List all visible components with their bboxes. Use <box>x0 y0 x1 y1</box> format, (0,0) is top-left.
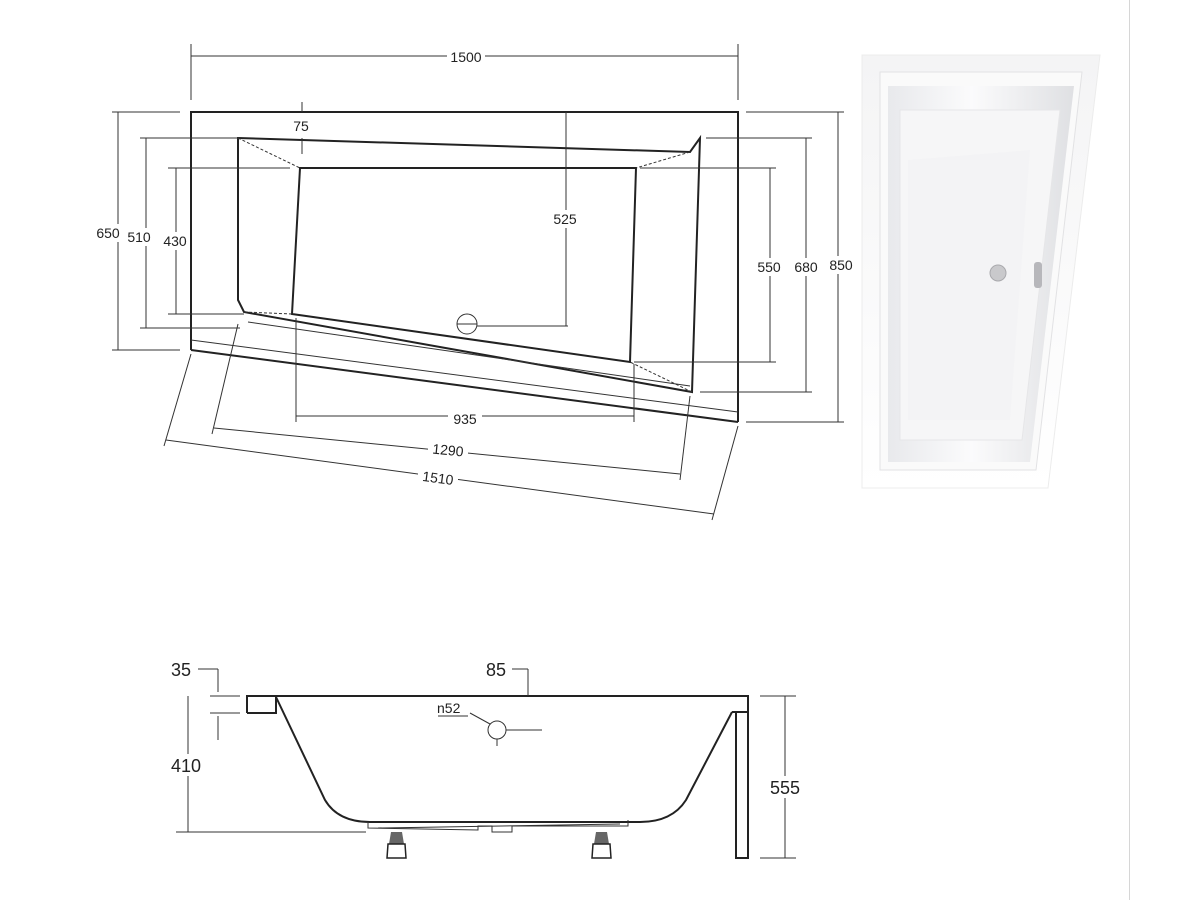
bathtub-photo <box>861 54 1101 489</box>
dim-550: 550 <box>757 259 781 275</box>
basin-outline <box>290 167 638 364</box>
dim-935: 935 <box>453 411 477 427</box>
dim-850: 850 <box>829 257 853 273</box>
dim-85: 85 <box>486 660 506 680</box>
overflow-hole-icon <box>487 720 507 740</box>
top-view: 1500 75 650 510 430 525 550 <box>94 44 856 521</box>
side-view: n52 85 35 410 555 <box>166 660 805 859</box>
outer-outline <box>190 111 739 422</box>
dim-525: 525 <box>553 211 577 227</box>
dim-1500: 1500 <box>450 49 481 65</box>
dim-75: 75 <box>293 118 309 134</box>
front-edge <box>190 349 739 423</box>
overflow-icon <box>989 264 1007 282</box>
dim-1290: 1290 <box>432 441 465 460</box>
dim-35: 35 <box>171 660 191 680</box>
dim-1510: 1510 <box>422 468 455 488</box>
front-edge-inner <box>190 339 739 413</box>
dim-410: 410 <box>171 756 201 776</box>
handle-icon <box>1034 262 1042 288</box>
side-rim <box>246 695 749 713</box>
dim-430: 430 <box>163 233 187 249</box>
foot-icon <box>594 832 609 844</box>
dim-555: 555 <box>770 778 800 798</box>
foot-icon <box>389 832 404 844</box>
dim-510: 510 <box>127 229 151 245</box>
dim-680: 680 <box>794 259 818 275</box>
side-body <box>247 696 733 823</box>
support-panel <box>735 711 749 859</box>
label-n52: n52 <box>437 700 461 716</box>
page-divider <box>1129 0 1130 900</box>
dim-650: 650 <box>96 225 120 241</box>
